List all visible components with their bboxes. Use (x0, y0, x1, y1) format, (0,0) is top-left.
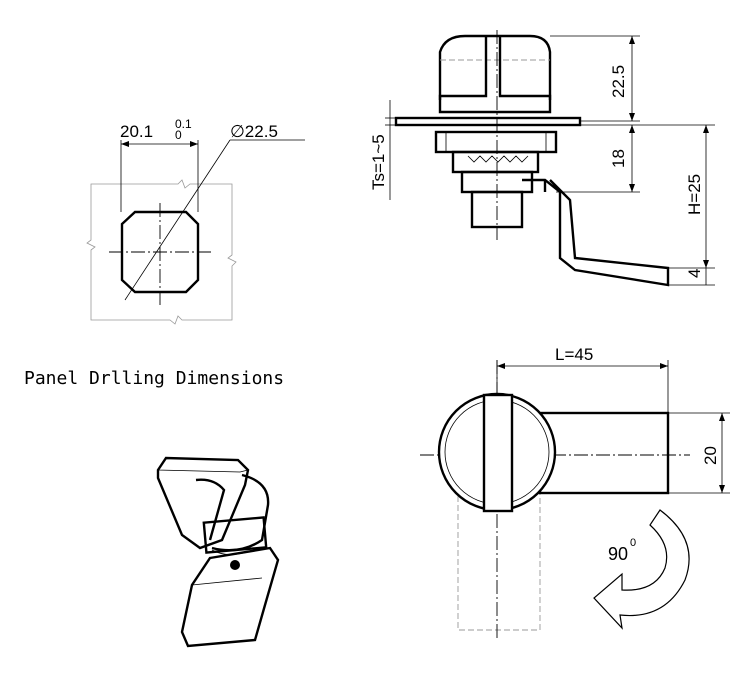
dim-22-5: 22.5 (609, 65, 628, 98)
drilling-caption: Panel Drlling Dimensions (24, 368, 284, 389)
rotation-degree: 0 (630, 537, 636, 549)
dim-4: 4 (685, 269, 704, 278)
dim-l45: L=45 (555, 345, 593, 364)
dim-18: 18 (609, 149, 628, 168)
top-view: L=45 20 90 0 (420, 345, 730, 640)
cutout-outline (120, 210, 200, 294)
drill-tol-lower: 0 (175, 128, 182, 142)
dim-ts: Ts=1~5 (369, 134, 388, 190)
rotation-arrow-icon (593, 509, 690, 630)
drill-diameter-label: ∅22.5 (230, 122, 278, 141)
rotation-angle: 90 (608, 544, 628, 564)
side-view: 22.5 18 H=25 4 Ts=1~5 (369, 30, 715, 287)
drill-width-label: 20.1 (120, 122, 153, 141)
iso-view (156, 456, 280, 648)
dim-h25: H=25 (685, 174, 704, 215)
dim-20: 20 (701, 446, 720, 465)
panel-drilling-view: 20.1 0.1 0 ∅22.5 (86, 117, 305, 325)
drill-tol-upper: 0.1 (175, 117, 192, 131)
